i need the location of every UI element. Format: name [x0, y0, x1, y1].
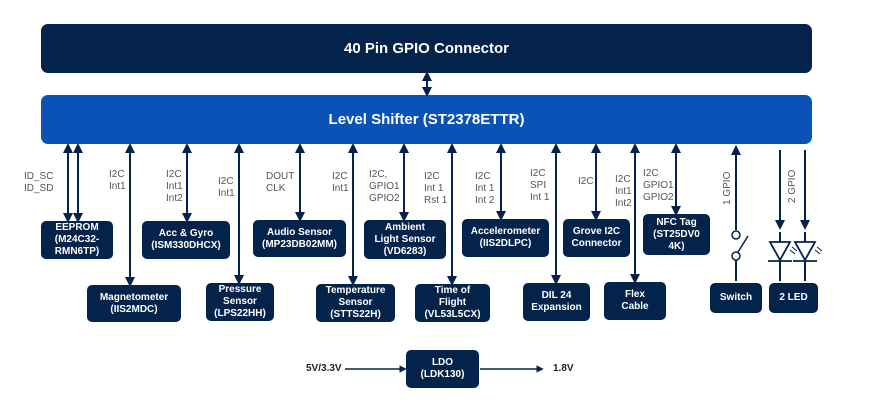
switch-contact-bottom: [731, 251, 741, 261]
level-shifter-label: Level Shifter (ST2378ETTR): [328, 111, 525, 128]
level-shifter-block: Level Shifter (ST2378ETTR): [41, 95, 812, 144]
switch-lever: [737, 235, 749, 253]
dil24-expansion-block: DIL 24 Expansion: [523, 283, 590, 321]
gpio-connector-block: 40 Pin GPIO Connector: [41, 24, 812, 73]
acc-gyro-signals: I2C Int1 Int2: [166, 169, 183, 204]
led2-diode: [793, 241, 817, 262]
audio-sensor-block: Audio Sensor (MP23DB02MM): [253, 220, 346, 257]
led1-diode: [768, 241, 792, 262]
led-signals: 2 GPIO: [787, 169, 798, 203]
temperature-signals: I2C Int1: [332, 171, 349, 194]
ldo-block: LDO (LDK130): [406, 350, 479, 388]
gpio-connector-label: 40 Pin GPIO Connector: [343, 40, 510, 57]
acc-gyro-block: Acc & Gyro (ISM330DHCX): [142, 221, 230, 259]
flex-signals: I2C Int1 Int2: [615, 174, 632, 209]
eeprom-signals: ID_SC ID_SD: [24, 171, 54, 194]
pressure-signals: I2C Int1: [218, 176, 235, 199]
grove-signals: I2C: [578, 176, 594, 187]
grove-connector-block: Grove I2C Connector: [563, 219, 630, 257]
power-output-label: 1.8V: [553, 363, 574, 374]
led1-emission: [789, 249, 796, 255]
switch-contact-top: [731, 230, 741, 240]
accelerometer-signals: I2C Int 1 Int 2: [475, 171, 495, 206]
power-input-label: 5V/3.3V: [306, 363, 342, 374]
led-block: 2 LED: [769, 283, 818, 313]
led2-emission: [814, 249, 821, 255]
dil24-signals: I2C SPI Int 1: [530, 168, 550, 203]
eeprom-block: EEPROM (M24C32- RMN6TP): [41, 221, 113, 259]
switch-block: Switch: [710, 283, 762, 313]
magnetometer-block: Magnetometer (IIS2MDC): [87, 285, 181, 322]
flex-cable-block: Flex Cable: [604, 282, 666, 320]
magnetometer-signals: I2C Int1: [109, 169, 126, 192]
ambient-signals: I2C, GPIO1 GPIO2: [369, 169, 400, 204]
pressure-sensor-block: Pressure Sensor (LPS22HH): [206, 283, 274, 321]
temperature-sensor-block: Temperature Sensor (STTS22H): [316, 284, 395, 322]
nfc-signals: I2C GPIO1 GPIO2: [643, 168, 674, 203]
ambient-light-block: Ambient Light Sensor (VD6283): [364, 220, 446, 259]
switch-signals: 1 GPIO: [722, 171, 733, 205]
nfc-tag-block: NFC Tag (ST25DV0 4K): [643, 214, 710, 255]
tof-signals: I2C Int 1 Rst 1: [424, 171, 448, 206]
accelerometer-block: Accelerometer (IIS2DLPC): [462, 219, 549, 257]
audio-signals: DOUT CLK: [266, 171, 295, 194]
time-of-flight-block: Time of Flight (VL53L5CX): [415, 284, 490, 322]
